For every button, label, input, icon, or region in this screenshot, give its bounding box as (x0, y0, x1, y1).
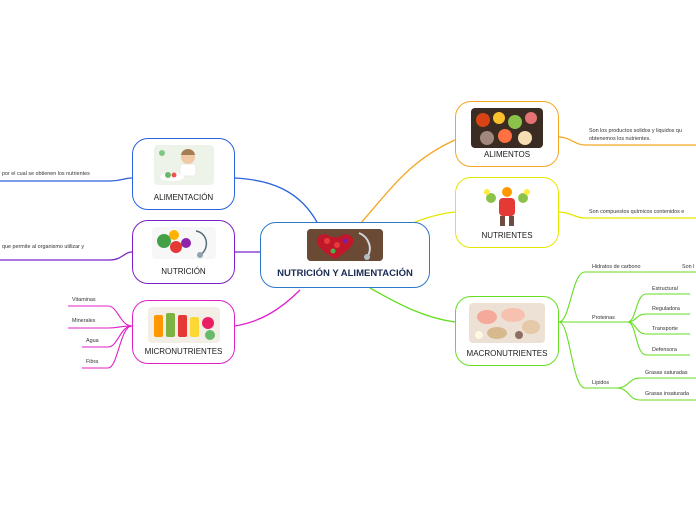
woman-eating-image (153, 145, 214, 185)
micronutriente-item-agua: Agua (86, 338, 99, 344)
proteina-item-reguladora: Reguladora (652, 306, 680, 312)
micronutrientes-node[interactable]: MICRONUTRIENTES (132, 300, 235, 364)
link-alimentacion (234, 177, 319, 225)
alimentos-description-line-1: Son los productos solidos y liquidos qu (589, 128, 682, 134)
nutricion-node[interactable]: NUTRICIÓN (132, 220, 235, 284)
central-topic-label: NUTRICIÓN Y ALIMENTACIÓN (277, 268, 413, 279)
micronutriente-item-minerales: Minerales (72, 318, 96, 324)
proteina-item-estructural: Estructural (652, 286, 678, 292)
nutrientes-node[interactable]: NUTRIENTES (455, 177, 559, 248)
fruit-body-image (481, 184, 533, 228)
alimentos-node[interactable]: ALIMENTOS (455, 101, 559, 167)
juices-fruits-image (147, 307, 220, 343)
fruits-stethoscope-image (151, 227, 216, 259)
nutricion-label: NUTRICIÓN (161, 267, 206, 276)
proteinas-label: Proteinas (592, 315, 615, 321)
protein-foods-image (469, 303, 545, 343)
link-macronutrientes (369, 287, 456, 323)
food-spread-image (471, 108, 543, 148)
micronutrientes-label: MICRONUTRIENTES (144, 347, 223, 356)
alimentos-label: ALIMENTOS (483, 150, 531, 159)
heart-food-image (307, 229, 383, 261)
lipidos-label: Lipidos (592, 380, 610, 386)
alimentacion-node[interactable]: ALIMENTACIÓN (132, 138, 235, 210)
micronutriente-item-fibra: Fibra (86, 359, 99, 365)
macronutrientes-label: MACRONUTRIENTES (466, 349, 548, 358)
nutrientes-description: Son compuestos químicos contenidos e (589, 209, 685, 215)
link-micronutrientes (234, 289, 301, 327)
lipido-item-insaturada: Grasas insaturada (645, 391, 690, 397)
link-alimentos (359, 139, 456, 225)
proteina-item-defensora: Defensora (652, 347, 677, 353)
proteina-item-transporte: Transporte (652, 326, 678, 332)
micronutriente-item-vitaminas: Vitaminas (72, 297, 96, 303)
nutrientes-label: NUTRIENTES (481, 231, 533, 240)
alimentacion-label: ALIMENTACIÓN (153, 193, 214, 202)
lipido-item-saturadas: Grasas saturadas (645, 370, 688, 376)
central-topic-node[interactable]: NUTRICIÓN Y ALIMENTACIÓN (260, 222, 430, 288)
hidratos-label: Hidratos de carbono (592, 264, 641, 270)
macronutrientes-node[interactable]: MACRONUTRIENTES (455, 296, 559, 366)
alimentacion-description: por el cual se obtienen los nutrientes (2, 171, 90, 177)
alimentos-description-line-2: obtenemos los nutrientes. (589, 136, 651, 142)
hidratos-description: Son l (682, 264, 695, 270)
nutricion-description: que permite al organismo utilizar y (2, 244, 85, 250)
